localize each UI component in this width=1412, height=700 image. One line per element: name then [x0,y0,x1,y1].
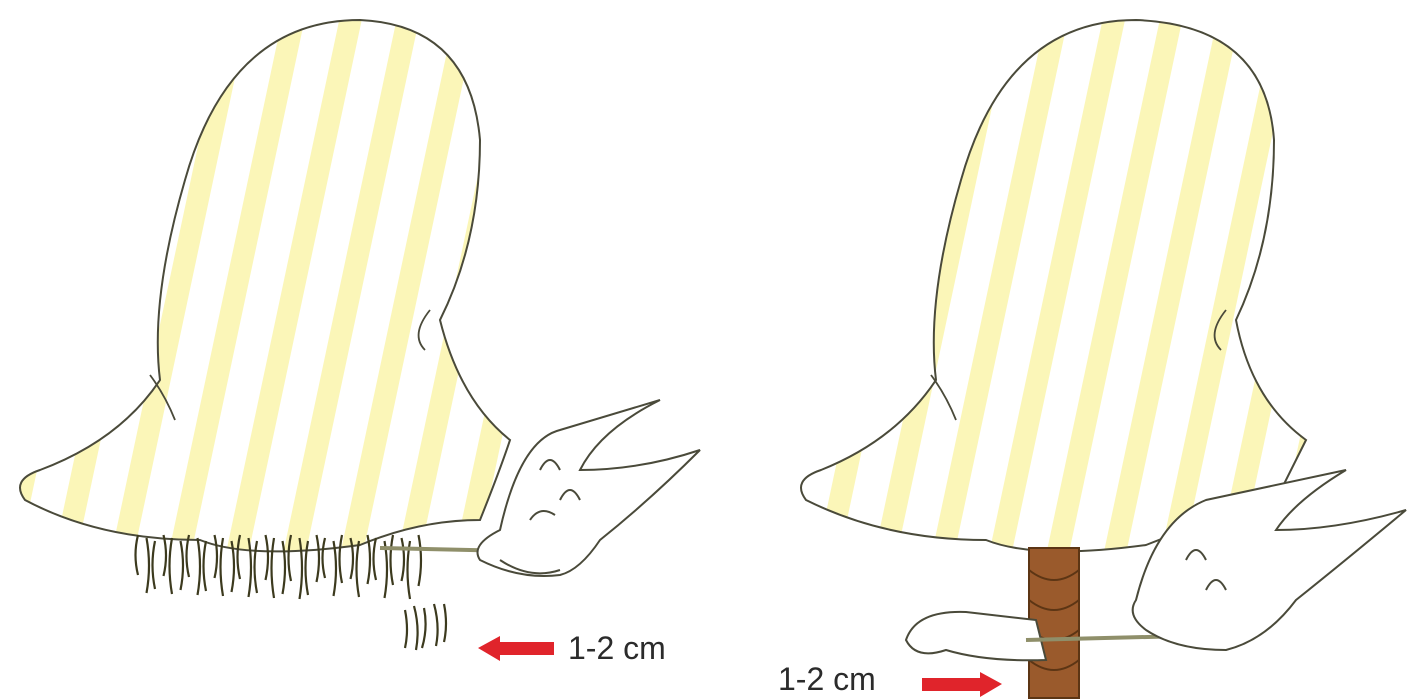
hair-strand [204,541,207,591]
hair-strand [323,538,326,578]
hair-strand [368,535,371,584]
hair-strand [374,538,377,580]
hair-strand [215,535,218,578]
measurement-label-left: 1-2 cm [568,630,666,666]
hair-strand [232,541,235,592]
panel-right: 1-2 cm [706,0,1412,700]
hair-strand [147,538,150,593]
hair-strand [283,541,286,594]
hair-strand [300,538,303,599]
hair-strand [221,538,224,596]
hair-strand [153,541,156,589]
hair-strand [334,541,337,596]
hair-strand [170,538,173,594]
hair-strand [272,538,275,598]
hair-strand [249,538,252,597]
arrow-right-icon [922,672,1002,697]
hair-strand [255,541,258,593]
cape-covered-head [801,20,1306,551]
arrow-left-icon [478,636,554,661]
hair-strand [351,538,354,579]
right-illustration: 1-2 cm [706,0,1412,700]
hair-strand [419,535,422,586]
hair-strand [402,538,405,581]
hair-strand [317,535,320,582]
hair-strand [181,541,184,590]
hair-strand [306,541,309,595]
hair-strand [198,538,201,595]
hair-strand [164,535,167,576]
hair-strand [238,535,241,579]
hair-strand [357,541,360,597]
hair-strand [340,535,343,583]
hair-strand [187,535,190,577]
cut-hair-pieces [405,604,446,650]
hair-strand [391,535,394,585]
panel-left: 1-2 cm [0,0,706,700]
measurement-label-right: 1-2 cm [778,661,876,697]
cape-covered-head [20,20,510,551]
left-illustration: 1-2 cm [0,0,706,700]
hair-strand [289,535,292,581]
hair-strand [266,535,269,580]
hair-strand [136,535,139,575]
